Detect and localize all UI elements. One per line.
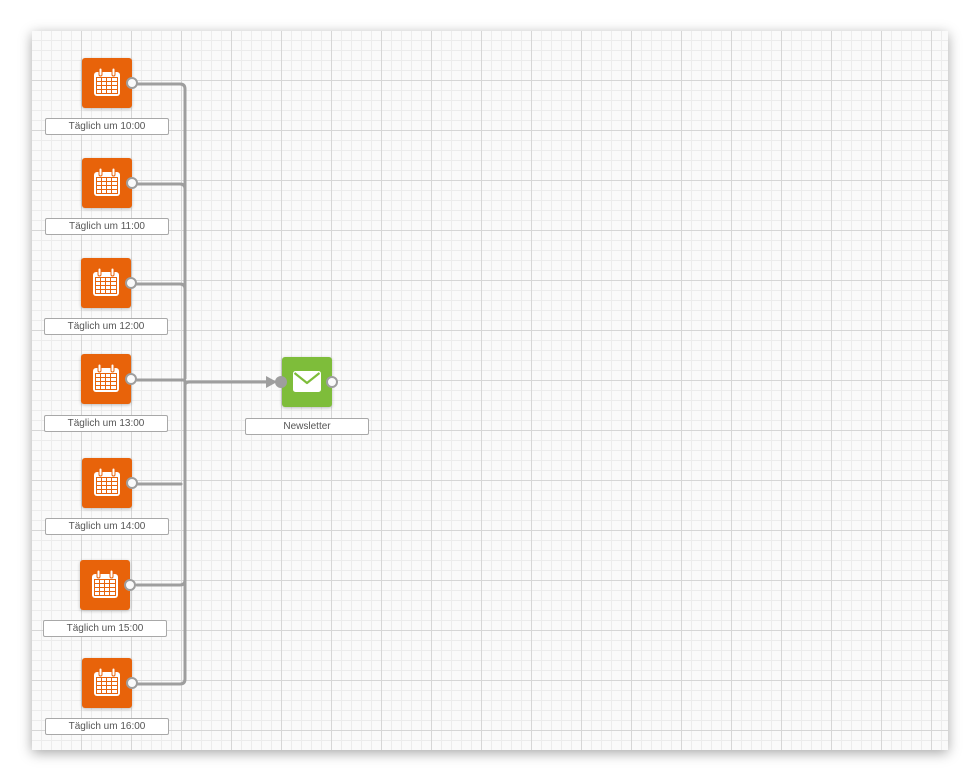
trigger-label-5[interactable]: Täglich um 14:00	[45, 518, 169, 535]
trigger-node-6[interactable]	[80, 560, 136, 610]
calendar-icon	[94, 167, 120, 196]
output-port[interactable]	[125, 373, 137, 385]
output-port[interactable]	[124, 579, 136, 591]
output-port[interactable]	[126, 177, 138, 189]
arrowhead-icon	[266, 376, 277, 388]
trigger-node-4[interactable]	[81, 354, 137, 404]
workflow-canvas[interactable]: Täglich um 10:00 Täglich um 11:00	[32, 31, 948, 750]
connector-trigger-7	[136, 381, 187, 686]
calendar-icon	[93, 363, 119, 392]
trigger-label-4[interactable]: Täglich um 13:00	[44, 415, 168, 432]
calendar-icon	[93, 267, 119, 296]
trigger-node-3[interactable]	[81, 258, 137, 308]
calendar-icon	[94, 667, 120, 696]
calendar-icon	[94, 467, 120, 496]
connector-lines	[135, 82, 277, 686]
calendar-icon	[92, 569, 118, 598]
envelope-icon	[293, 371, 321, 392]
trigger-label-6[interactable]: Täglich um 15:00	[43, 620, 167, 637]
trigger-label-7[interactable]: Täglich um 16:00	[45, 718, 169, 735]
connector-trigger-4	[135, 378, 187, 384]
newsletter-action-node[interactable]	[275, 357, 338, 407]
output-port[interactable]	[125, 277, 137, 289]
trigger-node-2[interactable]	[82, 158, 138, 208]
output-port[interactable]	[326, 376, 338, 388]
newsletter-action-label[interactable]: Newsletter	[245, 418, 369, 435]
output-port[interactable]	[126, 477, 138, 489]
trigger-node-1[interactable]	[82, 58, 138, 108]
trigger-node-5[interactable]	[82, 458, 138, 508]
trigger-label-1[interactable]: Täglich um 10:00	[45, 118, 169, 135]
input-port[interactable]	[275, 376, 287, 388]
trigger-label-3[interactable]: Täglich um 12:00	[44, 318, 168, 335]
calendar-icon	[94, 67, 120, 96]
trigger-label-2[interactable]: Täglich um 11:00	[45, 218, 169, 235]
connector-trigger-2	[136, 182, 187, 380]
output-port[interactable]	[126, 77, 138, 89]
connector-trigger-3	[135, 282, 187, 380]
connector-trigger-1	[136, 82, 187, 380]
trigger-node-7[interactable]	[82, 658, 138, 708]
output-port[interactable]	[126, 677, 138, 689]
connector-main	[183, 380, 271, 387]
